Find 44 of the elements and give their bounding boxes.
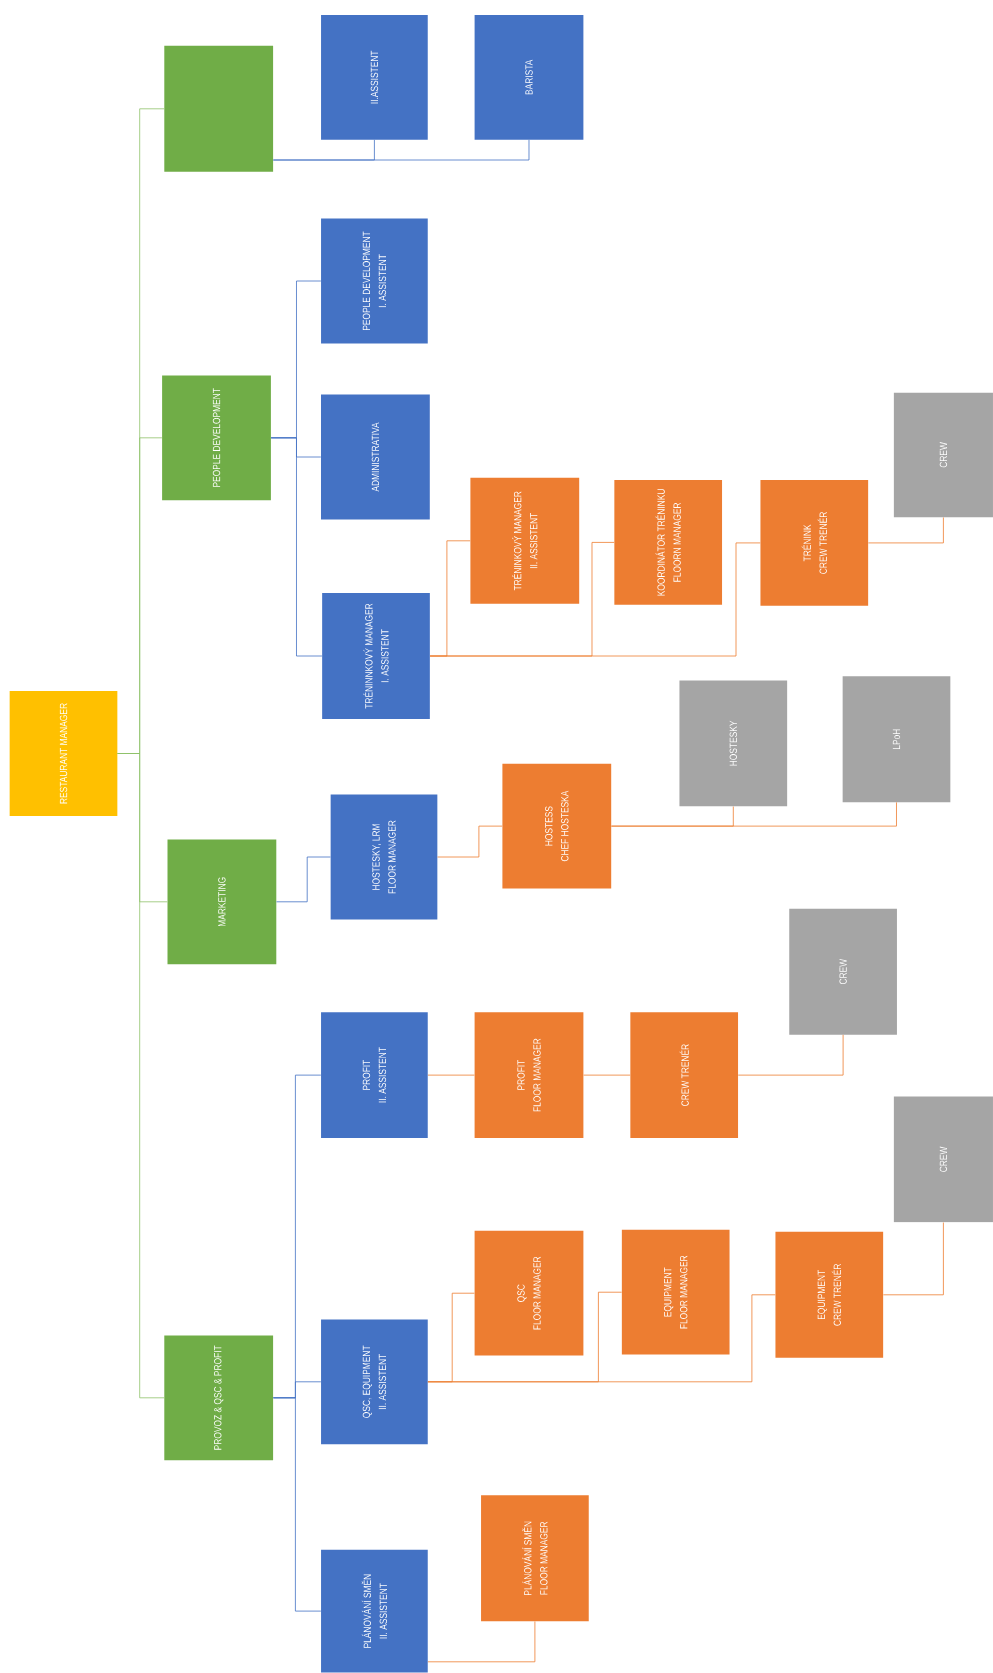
department-box: PEOPLE DEVELOPMENT <box>162 375 271 501</box>
manager-box: RESTAURANT MANAGER <box>9 691 118 816</box>
assistant-box: HOSTESKY, LRM FLOOR MANAGER <box>330 794 438 920</box>
connector-line <box>276 856 331 903</box>
crew-box: CREW <box>893 392 993 518</box>
assistant-box: BARISTA <box>474 14 584 140</box>
connector-line <box>583 1074 631 1076</box>
manager-box: KOORDINÁTOR TRÉNINKU FLOORN MANAGER <box>614 480 723 605</box>
assistant-box: PLÁNOVÁNÍ SMĚN II. ASSISTENT <box>321 1549 428 1673</box>
connector-line <box>429 542 761 657</box>
manager-box: EQUIPMENT CREW TRENÉR <box>775 1231 884 1358</box>
manager-box: PLÁNOVÁNÍ SMĚN FLOOR MANAGER <box>481 1495 589 1622</box>
connector-line <box>272 139 530 161</box>
connector-line <box>427 1621 536 1663</box>
connector-line <box>427 1074 475 1076</box>
assistant-box: TRÉNINNKOVÝ MANAGER I. ASSISTENT <box>322 593 430 719</box>
assistant-box: PROFIT II. ASSISTENT <box>321 1012 428 1139</box>
manager-box: QSC FLOOR MANAGER <box>474 1230 584 1356</box>
crew-box: HOSTESKY <box>679 680 788 807</box>
crew-box: CREW <box>893 1096 993 1223</box>
department-box: PROVOZ & QSC & PROFIT <box>164 1335 274 1461</box>
manager-box: PROFIT FLOOR MANAGER <box>474 1012 584 1139</box>
connector-line <box>882 1222 944 1296</box>
assistant-box: ADMINISTRATIVA <box>321 394 430 520</box>
manager-box: TRÉNINK CREW TRENÉR <box>760 479 869 606</box>
department-box <box>164 45 274 172</box>
manager-box: EQUIPMENT FLOOR MANAGER <box>621 1229 730 1355</box>
connector-line <box>272 1397 322 1612</box>
manager-box: HOSTESS CHEF HOSTESKA <box>502 763 612 889</box>
connector-line <box>270 437 323 657</box>
assistant-box: QSC, EQUIPMENT II. ASSISTENT <box>321 1319 428 1445</box>
connector-line <box>867 517 944 544</box>
crew-box: CREW <box>789 908 897 1035</box>
assistant-box: II.ASSISTENT <box>321 14 428 140</box>
connector-line <box>117 753 165 1399</box>
connector-line <box>437 825 503 858</box>
connector-line <box>427 1294 776 1383</box>
manager-box: TRÉNINKOVÝ MANAGER II. ASSISTENT <box>470 477 580 604</box>
department-box: MARKETING <box>167 839 277 965</box>
manager-box: CREW TRENÉR <box>630 1012 739 1139</box>
assistant-box: PEOPLE DEVELOPMENT I. ASSISTENT <box>321 218 428 344</box>
connector-line <box>737 1034 844 1076</box>
crew-box: LPoH <box>842 676 951 803</box>
connector-line <box>611 801 897 827</box>
